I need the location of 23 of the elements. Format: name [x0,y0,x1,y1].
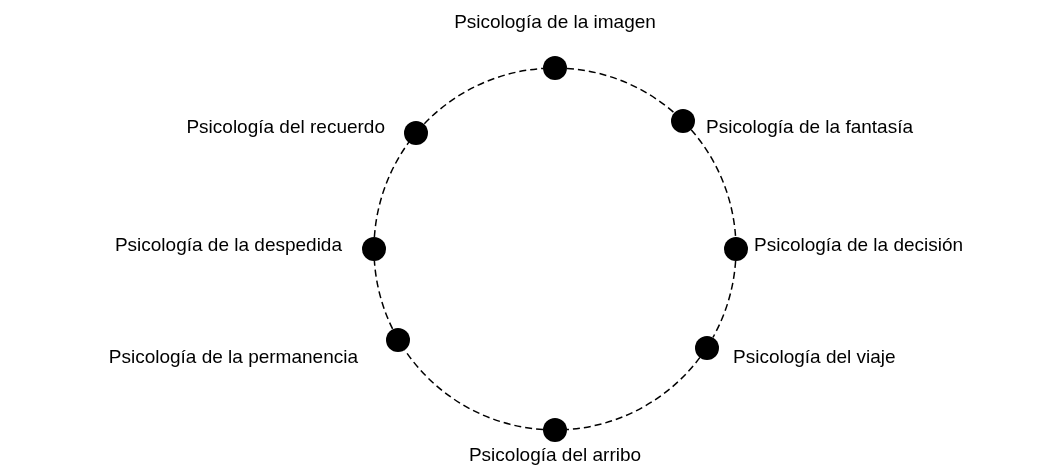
dot-label: Psicología del arribo [468,443,642,467]
dot [694,335,719,360]
dot [543,418,567,442]
dashed-arc [423,67,544,125]
dot [671,109,695,133]
dot [386,327,411,352]
dot [404,120,429,145]
dashed-arc [566,356,701,431]
dot-label: Psicología del viaje [733,345,896,369]
dot-label: Psicología de la decisión [754,233,964,257]
dot [362,237,386,261]
dashed-arc [690,129,737,238]
dot [543,56,567,80]
dot-label: Psicología de la permanencia [108,345,358,369]
dot-label: Psicología de la despedida [114,233,342,257]
dashed-arc [566,67,675,114]
dot-label: Psicología del recuerdo [186,115,385,139]
dashed-arc [373,260,394,330]
dot-label: Psicología de la imagen [454,10,656,34]
dashed-arc [373,141,410,238]
dashed-arc [712,260,737,339]
dot-label: Psicología de la fantasía [706,115,914,139]
dot [724,237,748,261]
